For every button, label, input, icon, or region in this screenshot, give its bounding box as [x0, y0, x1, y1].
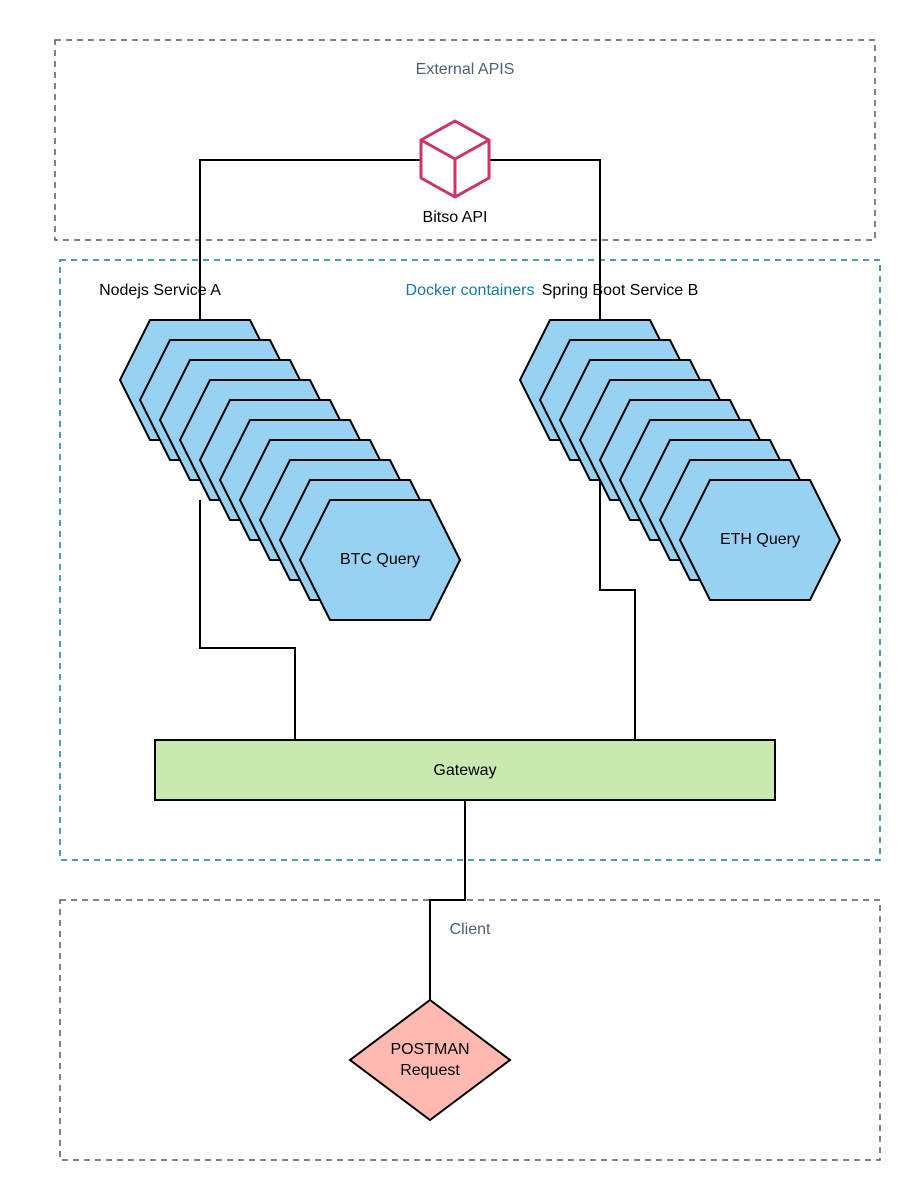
postman-diamond: [348, 998, 512, 1122]
docker-containers-label: Docker containers: [406, 282, 535, 299]
eth-query-label: ETH Query: [720, 531, 800, 548]
client-region: Client: [59, 899, 881, 1161]
service-a-title: Nodejs Service A: [99, 282, 221, 299]
service-b-title: Spring Boot Service B: [542, 282, 699, 299]
edge-service-a-to-gateway: [199, 500, 296, 740]
nodejs-service-a: Nodejs Service A BTC Query: [99, 282, 462, 621]
docker-containers-border: [59, 259, 881, 861]
cube-icon: [419, 119, 491, 199]
cube-icon-edges: [420, 138, 490, 197]
spring-boot-service-b: ETH Query: [518, 319, 842, 601]
bitso-api-node: Bitso API: [419, 119, 491, 226]
service-a-instance-hexagon: [298, 499, 462, 621]
gateway-node: Gateway: [154, 739, 776, 801]
edge-bitso-to-service-b: [490, 159, 601, 320]
edge-service-b-to-gateway: [599, 480, 636, 740]
docker-containers-region: [59, 259, 881, 861]
client-border: [59, 899, 881, 1161]
btc-query-label: BTC Query: [340, 551, 420, 568]
external-apis-label: External APIS: [416, 61, 515, 78]
postman-request-node: POSTMAN Request: [348, 998, 512, 1122]
external-apis-border: [54, 39, 876, 241]
edge-gateway-to-postman: [429, 800, 466, 1000]
gateway-box: [154, 739, 776, 801]
client-label: Client: [450, 921, 491, 938]
service-b-instance-hexagon: [678, 479, 842, 601]
gateway-label: Gateway: [433, 762, 496, 779]
postman-label-line2: Request: [400, 1062, 460, 1079]
postman-label-line1: POSTMAN: [390, 1041, 469, 1058]
edge-bitso-to-service-a: [199, 159, 420, 320]
service-b-instance-stack: [518, 319, 842, 601]
external-apis-region: External APIS: [54, 39, 876, 241]
service-a-instance-stack: [118, 319, 462, 621]
bitso-api-label: Bitso API: [423, 209, 488, 226]
connectors: [199, 159, 636, 1000]
